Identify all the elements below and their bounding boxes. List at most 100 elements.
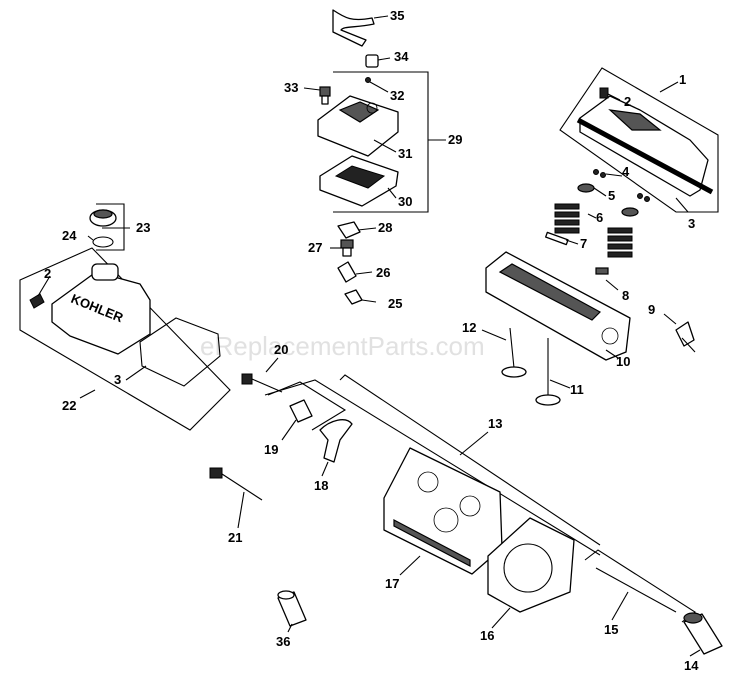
valve-spring-a [554,203,580,234]
leader-22 [79,389,96,399]
keeper-b [600,172,606,178]
head-gasket-bore [503,543,553,593]
callout-5: 5 [608,188,615,203]
callout-12: 12 [462,320,476,335]
callout-34: 34 [394,49,409,64]
callout-8: 8 [622,288,629,303]
callout-36: 36 [276,634,290,649]
group-29-bracket [333,71,429,213]
push-rod [595,567,677,613]
head-spark-boss [433,507,459,533]
bracket-9 [675,321,695,347]
fitting-25 [344,289,363,305]
group-13-bracket-top [339,374,601,546]
callout-21: 21 [228,530,242,545]
cylinder-head [383,447,503,575]
head-gasket [487,517,575,613]
breather-cover [317,95,399,157]
oil-cover-gasket [139,317,221,387]
breather-cover-boss [338,101,380,123]
oil-cover-screw [29,293,45,309]
callout-29: 29 [448,132,462,147]
callout-labels: 1 2 3 4 5 6 7 8 9 10 11 12 13 14 15 16 1… [44,8,699,673]
callout-26: 26 [376,265,390,280]
callout-18: 18 [314,478,328,493]
head-port-b [459,495,481,517]
callout-17: 17 [385,576,399,591]
screw-33-shank [321,95,329,105]
screw-33-head [319,86,331,97]
head-port-a [417,471,439,493]
callout-27: 27 [308,240,322,255]
fitting-27-body [342,247,352,257]
callout-2: 2 [624,94,631,109]
callout-33: 33 [284,80,298,95]
callout-16: 16 [480,628,494,643]
cover-screw [599,87,609,99]
rocker-bridge-bore [601,327,619,345]
head-bolt [209,467,263,501]
callout-3: 3 [688,216,695,231]
valve-11 [535,338,561,406]
fitting-27-top [340,239,354,249]
callout-31: 31 [398,146,412,161]
watermark-text: eReplacementParts.com [200,331,485,361]
small-screw-32 [365,77,371,83]
valve-cover-gasket [576,117,714,195]
callout-11: 11 [570,382,584,397]
callout-22: 22 [62,398,76,413]
callout-35: 35 [390,8,404,23]
callout-9: 9 [648,302,655,317]
group-1-box [559,67,719,213]
callout-4: 4 [622,164,630,179]
grommet [365,54,379,68]
callout-1: 1 [679,72,686,87]
keeper-a [593,169,599,175]
callout-30: 30 [398,194,412,209]
callout-2-left: 2 [44,266,51,281]
leader-1 [659,81,679,93]
valve-spring-b [607,227,633,258]
oil-fill-neck [91,263,119,281]
sleeve-36 [277,590,307,627]
adjuster-19 [289,399,313,423]
valve-cap-b [595,267,609,275]
valve-cap-a [544,231,569,246]
breather-filter [337,221,361,239]
callout-3-left: 3 [114,372,121,387]
oil-fill-cap-top [93,209,113,219]
o-ring [92,236,114,248]
callout-14: 14 [684,658,699,673]
group-15-bracket [584,549,696,623]
callout-15: 15 [604,622,618,637]
head-fins [393,519,471,567]
callout-20: 20 [274,342,288,357]
callout-23: 23 [136,220,150,235]
keeper-d [644,196,650,202]
callout-7: 7 [580,236,587,251]
callout-19: 19 [264,442,278,457]
retainer-b [621,207,639,217]
callout-13: 13 [488,416,502,431]
group-19-box [267,381,347,431]
callout-10: 10 [616,354,630,369]
breather-reed [334,165,386,189]
group-23-bracket [96,203,125,251]
callout-24: 24 [62,228,77,243]
bracket-9-tail [681,337,696,353]
rocker-bridge-rail [498,263,601,321]
callout-6: 6 [596,210,603,225]
leader-13 [459,431,489,456]
breather-hose [332,9,375,47]
callout-25: 25 [388,296,402,311]
fitting-26 [337,261,357,283]
callout-32: 32 [390,88,404,103]
leader-lines [37,15,701,657]
breather-port [366,102,378,114]
rocker-arm [319,419,353,463]
group-22-box [19,247,231,431]
lifter [683,612,723,655]
valve-cover-ridge [608,109,662,131]
keeper-c [637,193,643,199]
